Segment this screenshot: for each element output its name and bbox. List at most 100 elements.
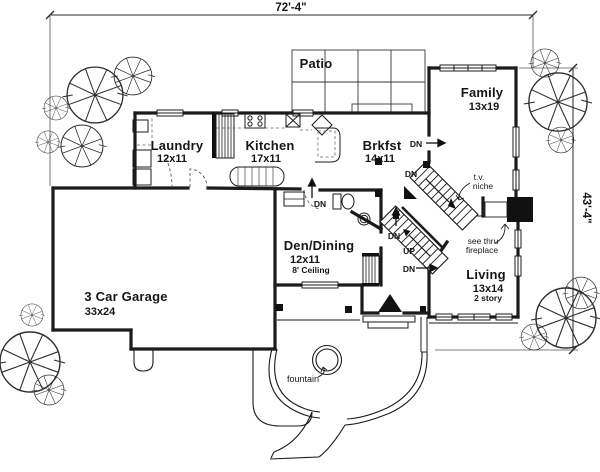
entry-arrow: [378, 294, 402, 312]
garage-label: 3 Car Garage: [84, 289, 167, 304]
porch-post: [276, 304, 283, 311]
brkfst-label: Brkfst: [363, 138, 402, 153]
kitchen-size: 17x11: [251, 153, 281, 165]
window: [512, 126, 520, 158]
entry-stoop: [367, 321, 409, 329]
pantry-shelves: [215, 113, 235, 159]
walkway-right-edge: [318, 424, 346, 458]
window: [301, 281, 339, 289]
fountain-basin-inner: [315, 348, 339, 372]
dn-label: DN: [410, 139, 422, 149]
living-note: 2 story: [474, 293, 502, 303]
stove: [244, 113, 266, 129]
kitchen-label: Kitchen: [245, 138, 294, 153]
laundry-cabinet: [132, 119, 149, 133]
living-size: 13x14: [473, 283, 504, 295]
family-label: Family: [461, 85, 504, 100]
laundry-door-swing: [165, 157, 173, 188]
dishwasher: [311, 114, 333, 136]
tree-icon: [61, 66, 129, 124]
hearth: [484, 201, 508, 218]
plaza-wall-right-inner: [346, 351, 423, 420]
stair-arrow-line: [425, 178, 450, 203]
wall-post: [375, 190, 382, 197]
window: [435, 313, 453, 321]
trees: [0, 48, 600, 406]
stair-arrow-head: [403, 229, 411, 237]
up-label: UP: [403, 246, 415, 256]
garage-planter: [133, 349, 154, 372]
tree-icon: [0, 331, 66, 393]
kitchen-fixtures: [212, 113, 341, 187]
laundry-label: Laundry: [151, 138, 204, 153]
dryer: [132, 168, 152, 186]
entry-planter: [252, 349, 313, 427]
see-thru-fireplace-label-2: fireplace: [466, 245, 498, 255]
porch-post: [345, 306, 352, 313]
stair-wall-corner: [404, 186, 417, 199]
door-swings: [165, 157, 320, 210]
foyer-closet: [362, 253, 380, 287]
walkway-end: [269, 456, 320, 460]
washer: [132, 149, 152, 168]
window: [514, 255, 522, 277]
dn-label: DN: [388, 231, 400, 241]
tree-icon: [41, 95, 71, 121]
laundry-size: 12x11: [157, 153, 187, 165]
window: [512, 169, 520, 191]
den-label: Den/Dining: [284, 238, 355, 253]
dimension-height-label: 43'-4": [580, 192, 592, 223]
room-labels: Patio Laundry 12x11 Kitchen 17x11 Brkfst…: [84, 56, 505, 318]
bar-counter: [229, 166, 285, 187]
tree-icon: [34, 130, 62, 154]
stair-arrow-line: [408, 234, 431, 257]
entry-stoop: [362, 315, 416, 323]
tree-icon: [57, 124, 107, 168]
window: [514, 229, 522, 249]
brkfst-size: 14x11: [365, 153, 395, 165]
stairs: [375, 158, 479, 275]
fountain-label: fountain: [287, 374, 319, 384]
walkway-left-edge: [270, 411, 313, 459]
tree-icon: [110, 56, 156, 96]
flow-arrows: [307, 138, 447, 273]
upper-cabinets: [216, 127, 336, 158]
entry-porch: [276, 191, 428, 353]
tree-icon: [518, 323, 550, 351]
dn-label: DN: [314, 199, 326, 209]
den-note: 8' Ceiling: [292, 265, 329, 275]
tv-niche-leader: [455, 182, 471, 201]
living-label: Living: [466, 267, 505, 282]
see-thru-fireplace-label-1: see thru: [468, 236, 499, 246]
window: [457, 313, 491, 321]
toilet-tank: [332, 193, 342, 210]
sink-basin: [359, 214, 369, 224]
window: [221, 109, 239, 117]
fountain-leader: [317, 366, 328, 378]
dimension-width-label: 72'-4": [275, 2, 306, 14]
dn-label: DN: [403, 264, 415, 274]
stair-arrow-head: [448, 198, 456, 209]
stair-divider-wall: [401, 206, 445, 250]
stair-flight-upper: [409, 161, 479, 231]
tv-niche-label-1: t.v.: [474, 172, 485, 182]
pantry-wall: [212, 113, 216, 158]
sink: [357, 212, 371, 226]
tree-icon: [31, 374, 67, 406]
patio-label: Patio: [300, 56, 333, 71]
window: [495, 313, 513, 321]
family-size: 13x19: [469, 101, 500, 113]
patio-door: [292, 109, 314, 117]
dimension-right: 43'-4": [435, 63, 592, 355]
tree-icon: [18, 303, 46, 327]
porch-post: [420, 306, 426, 312]
window: [156, 109, 184, 117]
tree-icon: [562, 276, 600, 310]
tree-icon: [523, 72, 593, 132]
leader-lines: [317, 182, 510, 378]
counter-return: [315, 127, 341, 163]
dn-label: DN: [405, 169, 417, 179]
dimension-top: 72'-4": [45, 2, 538, 186]
windows: [156, 64, 522, 321]
